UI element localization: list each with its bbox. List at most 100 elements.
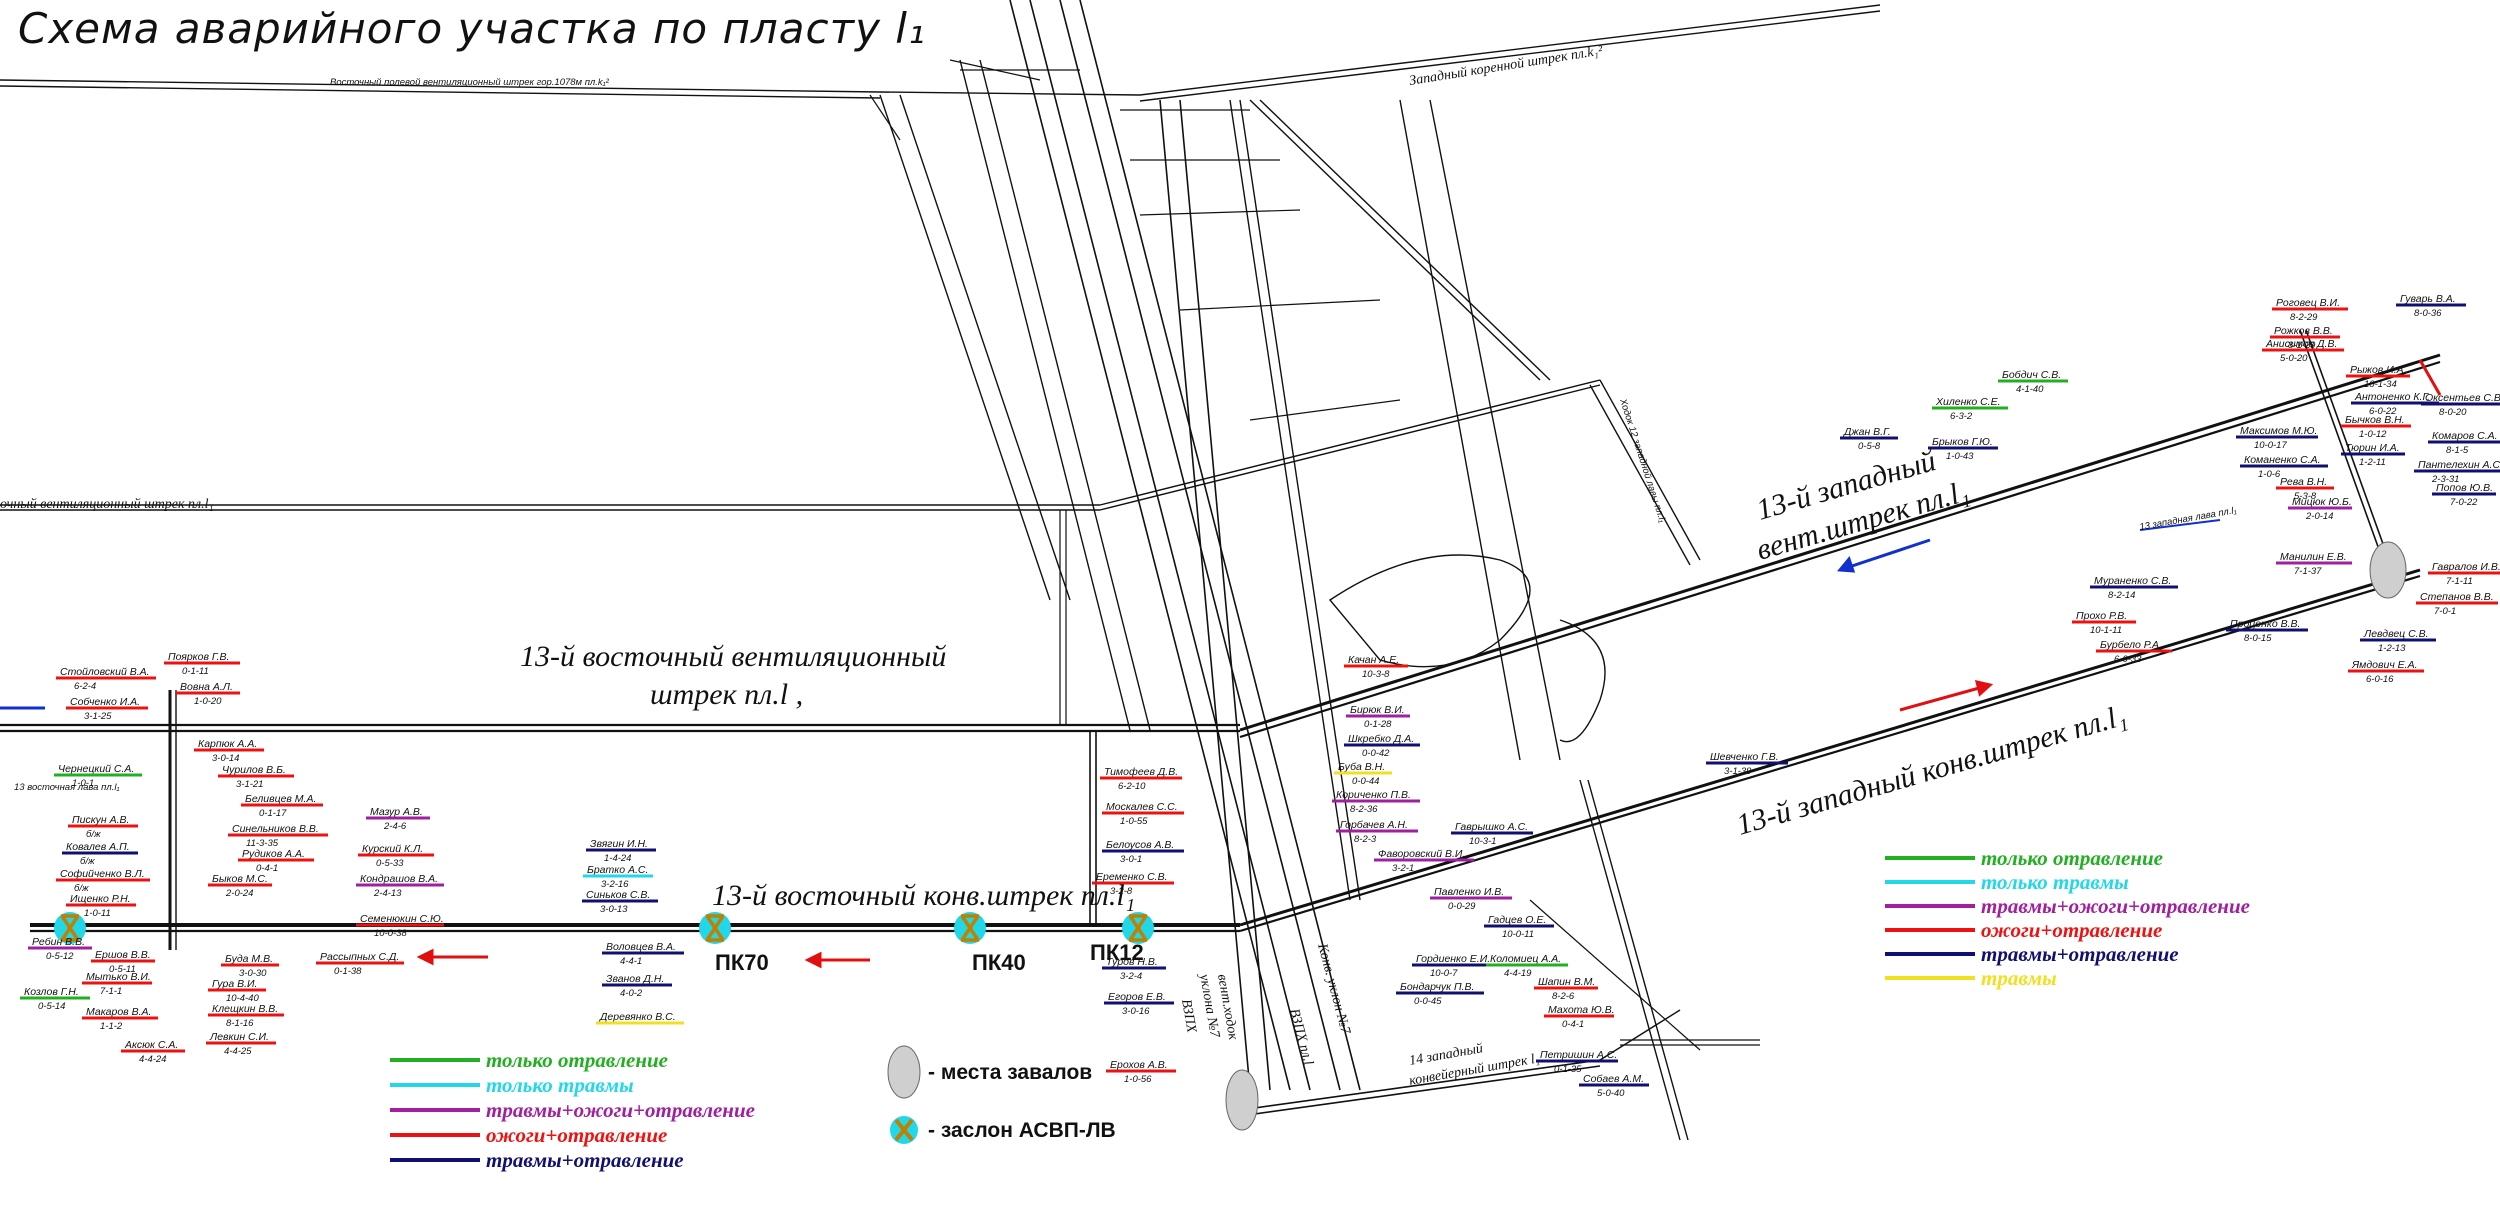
person-name: Собченко И.А. [70, 696, 140, 708]
person-code: 11-3-35 [246, 838, 279, 849]
person-name: Прохо Р.В. [2076, 610, 2127, 622]
person-code: 0-0-45 [1414, 996, 1442, 1007]
person-name: Бурбело Р.А. [2100, 639, 2162, 651]
person-name: Беливцев М.А. [245, 793, 316, 805]
person-name: Гаврышко А.С. [1455, 821, 1528, 833]
person-label: Шапин В.М.8-2-6 [1534, 976, 1598, 1002]
drift14-a [1239, 1059, 1601, 1111]
person-code: 3-1-21 [236, 779, 263, 790]
person-code: 3-1-39 [1724, 766, 1752, 777]
person-name: Стойловский В.А. [60, 666, 150, 678]
person-code: б/ж [80, 856, 95, 867]
person-name: Левдвец С.В. [2363, 628, 2429, 640]
person-name: Егоров Е.В. [1108, 991, 1166, 1003]
person-code: 8-2-6 [1552, 991, 1575, 1002]
person-label: Буда М.В.3-0-30 [221, 953, 279, 979]
person-name: Гура В.И. [212, 978, 257, 990]
person-code: 0-4-1 [1562, 1019, 1584, 1030]
cross-1 [1249, 399, 1401, 421]
person-label: Собченко И.А.3-1-25 [66, 696, 148, 722]
person-name: Рудиков А.А. [242, 848, 305, 860]
person-label: Левкин С.И.4-4-25 [206, 1031, 276, 1057]
person-label: Синельников В.В.11-3-35 [228, 823, 328, 849]
damper-cross [705, 914, 725, 942]
person-label: Софийченко В.Л.б/ж [56, 868, 150, 894]
person-name: Звягин И.Н. [590, 838, 648, 850]
person-name: Вовна А.Л. [180, 681, 233, 693]
person-code: б/ж [86, 829, 101, 840]
person-label: Синьков С.В.3-0-13 [582, 889, 658, 915]
loop-tail [1559, 619, 1606, 743]
person-code: 5-0-40 [1597, 1088, 1625, 1099]
person-label: Рева В.Н.5-3-8 [2276, 476, 2334, 502]
person-label: Вовна А.Л. 1-0-20 [176, 681, 240, 707]
damper-cross [60, 914, 80, 942]
person-label: Тимофеев Д.В.6-2-10 [1100, 766, 1182, 792]
person-label: Ямдович Е.А.6-0-16 [2348, 659, 2424, 685]
person-label: Мураненко С.В.8-2-14 [2090, 575, 2178, 601]
person-code: 1-0-20 [194, 696, 222, 707]
person-label: Беливцев М.А.0-1-17 [241, 793, 323, 819]
person-code: 3-2-16 [601, 879, 629, 890]
person-code: 10-0-7 [1430, 968, 1458, 979]
person-name: Тюрин И.А. [2345, 442, 2400, 454]
person-label: Тюрин И.А.1-2-11 [2341, 442, 2405, 468]
blue-arrowhead-1 [1837, 555, 1856, 573]
person-code: 4-1-40 [2016, 384, 2044, 395]
person-name: Гуварь В.А. [2400, 293, 2456, 305]
person-label: Оксентьев С.В.8-0-20 [2421, 392, 2500, 418]
person-label: Чернецкий С.А.1-0-1 [54, 763, 142, 789]
person-name: Софийченко В.Л. [60, 868, 145, 880]
person-label: Максимов М.Ю.10-0-17 [2236, 425, 2318, 451]
person-code: 8-2-29 [2290, 312, 2318, 323]
person-name: Клещкин В.В. [212, 1003, 278, 1015]
person-name: Проценко В.В. [2230, 618, 2300, 630]
person-code: 0-5-12 [46, 951, 74, 962]
person-label: Еременко С.В.3-2-8 [1092, 871, 1174, 897]
konv-uklon-label: Конв. уклон №7 [1314, 941, 1353, 1036]
person-label: Ершов В.В.0-5-11 [91, 949, 155, 975]
drift-labels: 13-й восточный вентиляционный штрек пл.l… [0, 43, 2237, 1088]
west-root-drift-a [1139, 4, 1881, 96]
person-label: Чурилов В.Б.3-1-21 [218, 764, 294, 790]
person-label: Поярков Г.В.0-1-11 [164, 651, 240, 677]
person-label: Джан В.Г.0-5-8 [1840, 426, 1898, 452]
person-label: Буба В.Н.0-0-44 [1334, 761, 1392, 787]
person-code: 6-0-16 [2366, 674, 2394, 685]
blue-arrow-3 [2139, 519, 2221, 531]
person-label: Анисимов Д.В.5-0-20 [2262, 338, 2344, 364]
person-name: Синьков С.В. [586, 889, 650, 901]
person-name: Оксентьев С.В. [2425, 392, 2500, 404]
person-label: Фаворовский В.И.3-2-1 [1374, 848, 1474, 874]
person-label: Деревянко В.С. [596, 1011, 684, 1025]
person-code: 3-0-14 [212, 753, 239, 764]
person-code: 1-0-56 [1124, 1074, 1152, 1085]
person-name: Семенюкин С.Ю. [360, 913, 444, 925]
incline-6 [1179, 99, 1271, 1091]
legend-damper-cross [894, 1118, 914, 1142]
person-label: Ковалев А.П.б/ж [62, 841, 138, 867]
damper-cross [1128, 914, 1148, 942]
person-name: Рева В.Н. [2280, 476, 2327, 488]
person-code: 6-2-10 [1118, 781, 1146, 792]
person-code: 4-4-25 [224, 1046, 252, 1057]
person-label: Рудиков А.А.0-4-1 [238, 848, 314, 874]
person-label: Горбачев А.Н.8-2-3 [1336, 819, 1418, 845]
person-label: Званов Д.Н.4-0-2 [602, 973, 672, 999]
person-code: 1-2-13 [2378, 643, 2406, 654]
red-arrowhead-3 [1974, 679, 1994, 697]
person-name: Рожков В.В. [2274, 325, 2333, 337]
person-label: Прохо Р.В.10-1-11 [2072, 610, 2136, 636]
east-root-drift-a [0, 79, 881, 93]
drift14-end [1599, 1009, 1681, 1061]
person-name: Гадцев О.Е. [1488, 914, 1546, 926]
person-name: Антоненко К.Г. [2354, 391, 2430, 403]
branch-12-lava-b [1589, 384, 1691, 566]
incline-11 [1399, 99, 1521, 761]
legend-label: только травмы [1981, 870, 2129, 894]
incline-14 [899, 94, 1071, 601]
collapse-zone-2 [2369, 541, 2407, 599]
person-code: 6-3-2 [1950, 411, 1973, 422]
red-arrowhead-1 [416, 948, 434, 966]
